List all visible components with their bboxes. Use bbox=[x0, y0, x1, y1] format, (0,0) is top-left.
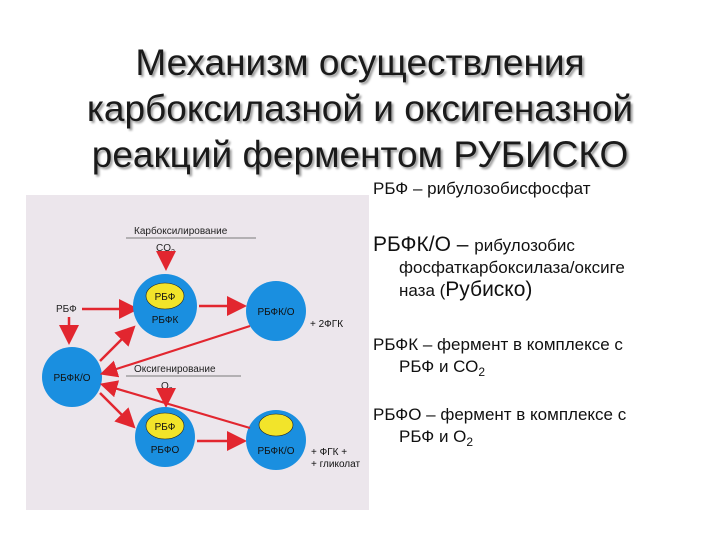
rbfko-bottom-right-label: РБФК/О bbox=[257, 446, 294, 457]
definition-rbf: РБФ – рибулозобисфосфат bbox=[373, 179, 591, 198]
bottom-return-arrow bbox=[99, 380, 251, 430]
rbfko-center-label: РБФК/О bbox=[53, 373, 90, 384]
definition-rbfko: РБФК/О – рибулозобис фосфаткарбоксилаза/… bbox=[373, 233, 625, 301]
bottom-product-line-2: + гликолат bbox=[311, 459, 360, 470]
rbf-disc-bottom-label: РБФ bbox=[155, 422, 176, 433]
rbf-disc-bottom bbox=[145, 412, 185, 440]
rbf-left-label: РБФ bbox=[56, 304, 77, 315]
rbfko-center-circle bbox=[42, 347, 102, 407]
rbfk-label: РБФК bbox=[152, 315, 179, 326]
rbf-disc-top bbox=[145, 282, 185, 310]
oxygenation-label: Оксигенирование bbox=[134, 364, 216, 375]
definition-rbfo: РБФО – фермент в комплексе с РБФ и О2 bbox=[373, 405, 627, 449]
definition-rbfk: РБФК – фермент в комплексе с РБФ и СО2 bbox=[373, 335, 623, 379]
title-line-1: Механизм осуществления bbox=[135, 42, 585, 83]
rbfko-top-right-circle bbox=[246, 281, 306, 341]
top-product-label: + 2ФГК bbox=[310, 319, 343, 330]
rbfko-top-right-label: РБФК/О bbox=[257, 307, 294, 318]
title-line-2: карбоксилазной и оксигеназной bbox=[86, 88, 634, 129]
slide-title: Механизм осуществления карбоксилазной и … bbox=[20, 40, 700, 178]
title-line-3: реакций ферментом РУБИСКО bbox=[91, 134, 629, 175]
center-to-top-arrow bbox=[99, 325, 136, 362]
top-return-arrow bbox=[99, 324, 251, 378]
rbfo-label: РБФО bbox=[151, 445, 180, 456]
carboxylation-label: Карбоксилирование bbox=[134, 225, 228, 237]
rubisco-mechanism-figure: Карбоксилирование CO2 РБФ РБФК/О РБФ РБФ… bbox=[26, 195, 369, 510]
rbf-disc-bottom-right bbox=[258, 413, 294, 437]
rbf-disc-top-label: РБФ bbox=[155, 292, 176, 303]
bottom-product-line-1: + ФГК + bbox=[311, 447, 347, 458]
center-to-bottom-arrow bbox=[99, 392, 136, 429]
